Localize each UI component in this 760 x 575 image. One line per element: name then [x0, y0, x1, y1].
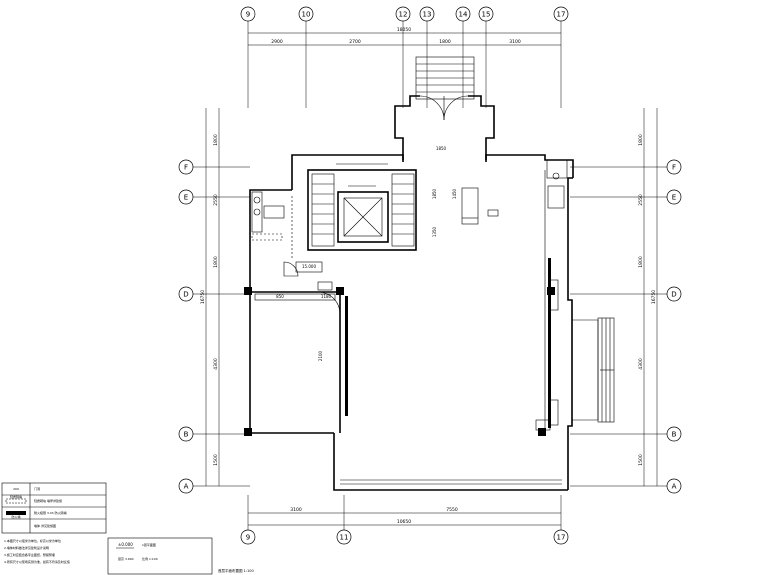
- drawing-title: 首层平面布置图 1:100: [218, 568, 254, 573]
- top-dimension-3: 1800: [439, 39, 451, 45]
- dimension-chains: 18050 2900 2700 1800 3100 3100 7550 1065…: [200, 27, 658, 526]
- right-axis-bubble-D: D: [666, 286, 682, 302]
- left-axis-bubble-B-label: B: [184, 431, 189, 439]
- level-mark: ±0.000: [118, 542, 133, 547]
- bottom-axis-bubble-17-label: 17: [557, 534, 566, 542]
- legend-note-3: 3.施工时应结合各专业图纸，预留预埋: [4, 552, 55, 557]
- right-dimension-5: 1500: [638, 454, 644, 466]
- left-dimension-3: 1800: [213, 256, 219, 268]
- top-axis-bubble-10-label: 10: [302, 11, 311, 19]
- right-total-dimension: 16750: [651, 290, 657, 304]
- left-axis-bubble-A-label: A: [184, 483, 189, 491]
- top-axis-bubble-13: 13: [419, 6, 435, 22]
- right-axis-bubble-E-label: E: [672, 194, 676, 202]
- right-axis-bubble-B: B: [666, 426, 682, 442]
- top-dimension-2: 2700: [349, 39, 361, 45]
- walls: [244, 95, 574, 491]
- stair-level-label: 15.000: [302, 264, 316, 269]
- vertical-note-4: 1450: [452, 188, 457, 199]
- right-axis-bubble-F: F: [666, 159, 682, 175]
- top-axis-bubble-12: 12: [395, 6, 411, 22]
- left-dimension-2: 2550: [213, 194, 219, 206]
- right-dimension-1: 1800: [638, 134, 644, 146]
- legend-label-2: 轻质砌块 墙厚详建施: [34, 498, 62, 503]
- legend-note-2: 2.墙体材料做法详见建筑设计说明: [4, 545, 49, 550]
- legend-symbol-2: 轻质隔墙: [10, 494, 22, 499]
- bottom-axis-bubble-17: 17: [553, 529, 569, 545]
- right-axis-bubble-B-label: B: [672, 431, 677, 439]
- legend-symbol-1: 200: [13, 487, 19, 491]
- left-total-dimension: 16750: [200, 290, 206, 304]
- top-axis-bubble-12-label: 12: [399, 11, 408, 19]
- legend-symbol-3: 防火墙: [11, 514, 20, 519]
- legend-note-4: 4.所有尺寸以现场实测为准，如有不符请及时反馈: [4, 559, 70, 564]
- legend-box: 200 门洞 轻质隔墙 轻质砌块 墙厚详建施 防火墙 耐火极限 3.0h 防火隔…: [1, 482, 107, 564]
- left-dimension-4: 4300: [213, 358, 219, 370]
- left-axis-bubble-E: E: [178, 189, 194, 205]
- top-axis-bubble-15-label: 15: [482, 11, 491, 19]
- left-axis-bubble-F: F: [178, 159, 194, 175]
- right-axis-bubble-D-label: D: [671, 291, 676, 299]
- legend-label-1: 门洞: [34, 486, 40, 491]
- top-axis-bubble-10: 10: [298, 6, 314, 22]
- right-dimension-2: 2550: [638, 194, 644, 206]
- right-dimension-3: 1800: [638, 256, 644, 268]
- vertical-note-3: 2100: [318, 350, 323, 361]
- title-sub-2: 比例 1:100: [142, 556, 158, 561]
- top-axis-bubble-9: 9: [240, 6, 256, 22]
- left-axis-bubble-A: A: [178, 478, 194, 494]
- bottom-axis-bubble-11: 11: [336, 529, 352, 545]
- right-room-fixtures: [461, 159, 568, 431]
- top-axis-bubble-14: 14: [455, 6, 471, 22]
- top-axis-bubble-9-label: 9: [246, 11, 250, 19]
- left-room-fixtures: [251, 191, 341, 315]
- bottom-overall-dimension: 10650: [397, 519, 411, 525]
- left-axis-bubble-D: D: [178, 286, 194, 302]
- room-annotations: 1850 15.000 850 1180 1850 1350 2100 1450: [276, 146, 457, 361]
- legend-note-1: 1.本图尺寸以毫米为单位，标高以米为单位: [4, 538, 61, 543]
- legend-label-4: 墙体 详见建施图: [34, 523, 56, 528]
- title-block: ±0.000 1层平面图 层高 3.600 比例 1:100 首层平面布置图 1…: [107, 537, 254, 575]
- top-overall-dimension: 18050: [397, 27, 411, 33]
- niche-dimension: 1180: [321, 294, 332, 299]
- right-axis-bubble-F-label: F: [672, 164, 676, 172]
- right-dimension-4: 4300: [638, 358, 644, 370]
- bottom-axis-bubble-9-label: 9: [246, 534, 250, 542]
- left-axis-bubble-B: B: [178, 426, 194, 442]
- title-sub-1: 层高 3.600: [118, 556, 134, 561]
- bottom-axis-bubble-9: 9: [240, 529, 256, 545]
- bottom-dimension-1: 3100: [290, 507, 302, 513]
- bottom-dimension-2: 7550: [446, 507, 458, 513]
- east-steps: [572, 317, 615, 423]
- left-axis-bubble-F-label: F: [184, 164, 188, 172]
- bottom-axis-bubble-11-label: 11: [340, 534, 349, 542]
- top-dimension-1: 2900: [271, 39, 283, 45]
- top-axis-bubble-13-label: 13: [423, 11, 432, 19]
- right-axis-bubble-A: A: [666, 478, 682, 494]
- right-axis-bubble-A-label: A: [672, 483, 677, 491]
- stair-core: [307, 163, 417, 251]
- kitchen-width: 850: [276, 294, 284, 299]
- entry-steps: [415, 56, 475, 100]
- top-axis-bubble-14-label: 14: [459, 11, 468, 19]
- legend-label-3: 耐火极限 3.0h 防火隔墙: [34, 510, 67, 515]
- top-axis-bubble-15: 15: [478, 6, 494, 22]
- entry-dimension: 1850: [436, 146, 447, 151]
- top-axis-bubble-17: 17: [553, 6, 569, 22]
- elevator-shaft: [337, 191, 389, 243]
- top-dimension-4: 3100: [509, 39, 521, 45]
- vertical-note-2: 1350: [432, 226, 437, 237]
- top-axis-bubble-17-label: 17: [557, 11, 566, 19]
- level-description: 1层平面图: [142, 542, 156, 547]
- left-axis-bubble-D-label: D: [183, 291, 188, 299]
- left-dimension-5: 1500: [213, 454, 219, 466]
- vertical-note-1: 1850: [432, 188, 437, 199]
- right-axis-bubble-E: E: [666, 189, 682, 205]
- left-dimension-1: 1800: [213, 134, 219, 146]
- left-axis-bubble-E-label: E: [184, 194, 188, 202]
